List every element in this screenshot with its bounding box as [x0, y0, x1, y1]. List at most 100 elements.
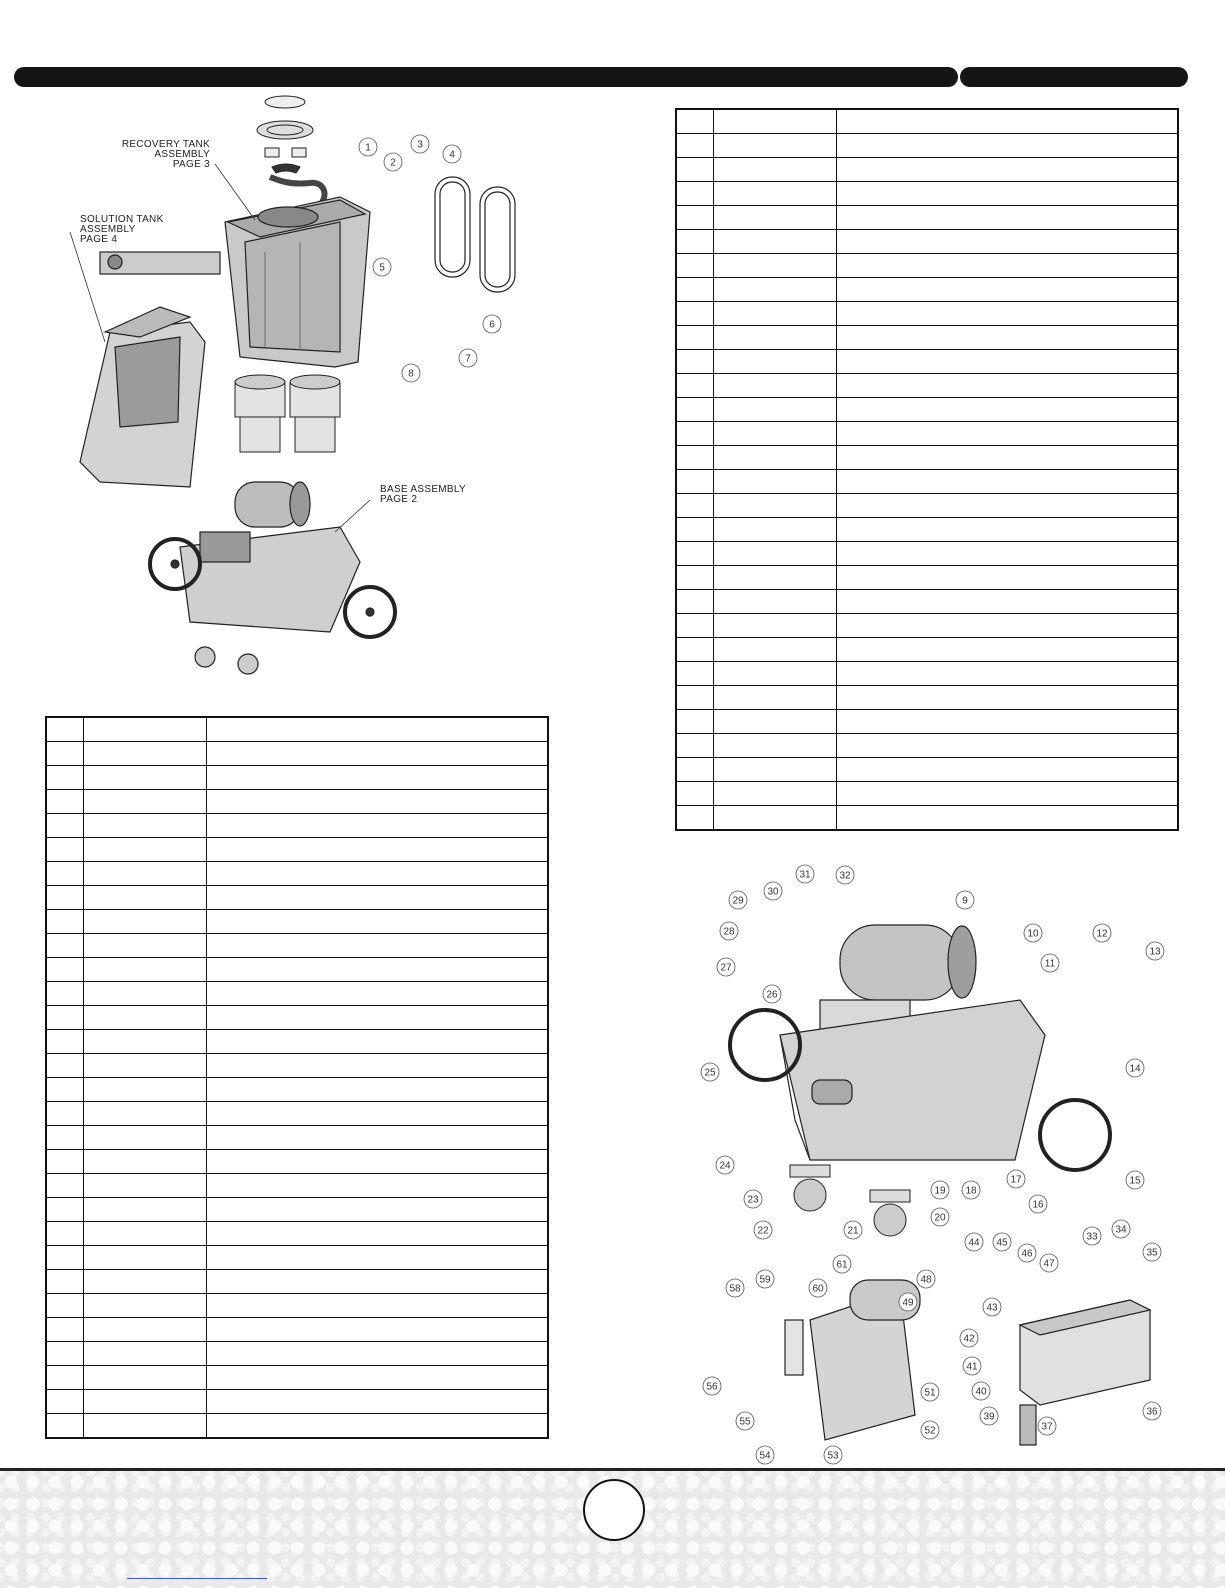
- table-cell: [713, 613, 837, 638]
- table-cell: [675, 685, 714, 710]
- svg-text:43: 43: [986, 1303, 998, 1314]
- table-row: [675, 709, 1179, 734]
- table-cell: [836, 229, 1179, 254]
- table-row: [675, 469, 1179, 494]
- solution-tank-body: [79, 251, 221, 488]
- table-cell: [713, 181, 837, 206]
- table-cell: [713, 709, 837, 734]
- callouts-bottom: 9101112131415161718192021222324252627282…: [700, 864, 1165, 1465]
- table-cell: [206, 1029, 549, 1054]
- svg-text:1: 1: [365, 143, 371, 154]
- svg-text:7: 7: [465, 354, 471, 365]
- table-cell: [206, 1197, 549, 1222]
- table-cell: [675, 373, 714, 398]
- table-cell: [83, 1245, 207, 1270]
- callout-48: 48: [916, 1269, 936, 1289]
- table-cell: [836, 108, 1179, 134]
- table-cell: [45, 1341, 84, 1366]
- table-row: [675, 589, 1179, 614]
- table-cell: [675, 253, 714, 278]
- table-row: [675, 661, 1179, 686]
- table-cell: [836, 469, 1179, 494]
- table-row: [45, 1245, 549, 1270]
- table-cell: [206, 837, 549, 862]
- callout-16: 16: [1028, 1194, 1048, 1214]
- table-cell: [45, 837, 84, 862]
- table-row: [45, 1101, 549, 1126]
- svg-text:31: 31: [799, 870, 811, 881]
- table-row: [675, 277, 1179, 302]
- svg-text:12: 12: [1096, 929, 1108, 940]
- callout-61: 61: [832, 1254, 852, 1274]
- table-cell: [675, 733, 714, 758]
- table-cell: [713, 133, 837, 158]
- table-row: [45, 1413, 549, 1439]
- footer-link-underline[interactable]: [127, 1578, 267, 1579]
- svg-text:36: 36: [1146, 1407, 1158, 1418]
- table-row: [45, 1389, 549, 1414]
- table-cell: [675, 229, 714, 254]
- table-cell: [713, 325, 837, 350]
- callout-39: 39: [979, 1406, 999, 1426]
- callout-43: 43: [982, 1297, 1002, 1317]
- table-cell: [713, 493, 837, 518]
- callout-17: 17: [1006, 1169, 1026, 1189]
- svg-text:40: 40: [975, 1387, 987, 1398]
- svg-text:3: 3: [417, 140, 423, 151]
- table-cell: [713, 565, 837, 590]
- table-cell: [45, 1245, 84, 1270]
- table-row: [675, 565, 1179, 590]
- callout-1: 1: [358, 137, 378, 157]
- svg-text:30: 30: [767, 887, 779, 898]
- table-row: [675, 373, 1179, 398]
- callout-24: 24: [715, 1155, 735, 1175]
- callout-21: 21: [843, 1220, 863, 1240]
- table-row: [675, 397, 1179, 422]
- svg-text:60: 60: [812, 1284, 824, 1295]
- callout-44: 44: [964, 1232, 984, 1252]
- table-cell: [836, 373, 1179, 398]
- svg-text:18: 18: [965, 1186, 977, 1197]
- table-cell: [83, 1413, 207, 1439]
- svg-text:24: 24: [719, 1161, 731, 1172]
- callout-20: 20: [930, 1207, 950, 1227]
- callout-14: 14: [1125, 1058, 1145, 1078]
- svg-text:55: 55: [739, 1417, 751, 1428]
- callout-60: 60: [808, 1278, 828, 1298]
- table-row: [675, 108, 1179, 134]
- table-cell: [675, 133, 714, 158]
- table-cell: [675, 637, 714, 662]
- table-cell: [836, 157, 1179, 182]
- table-cell: [83, 1293, 207, 1318]
- table-cell: [206, 1341, 549, 1366]
- table-cell: [206, 1221, 549, 1246]
- svg-text:11: 11: [1045, 959, 1056, 970]
- svg-text:56: 56: [706, 1382, 718, 1393]
- table-row: [45, 716, 549, 742]
- table-cell: [45, 741, 84, 766]
- callout-4: 4: [442, 144, 462, 164]
- svg-text:61: 61: [836, 1260, 848, 1271]
- table-cell: [713, 445, 837, 470]
- callout-7: 7: [458, 348, 478, 368]
- table-row: [675, 805, 1179, 831]
- table-cell: [45, 1197, 84, 1222]
- callout-11: 11: [1040, 953, 1060, 973]
- table-row: [45, 1125, 549, 1150]
- header-bar-right: [960, 67, 1188, 87]
- table-row: [45, 741, 549, 766]
- pump-motor: [234, 481, 311, 528]
- table-cell: [83, 1197, 207, 1222]
- table-cell: [83, 957, 207, 982]
- table-row: [675, 133, 1179, 158]
- table-row: [675, 637, 1179, 662]
- table-row: [675, 757, 1179, 782]
- svg-text:19: 19: [934, 1186, 946, 1197]
- svg-text:13: 13: [1149, 947, 1161, 958]
- table-cell: [206, 1413, 549, 1439]
- table-row: [45, 861, 549, 886]
- svg-text:52: 52: [924, 1426, 936, 1437]
- label-base-assembly: BASE ASSEMBLY: [380, 484, 466, 495]
- svg-text:17: 17: [1010, 1175, 1022, 1186]
- table-cell: [713, 469, 837, 494]
